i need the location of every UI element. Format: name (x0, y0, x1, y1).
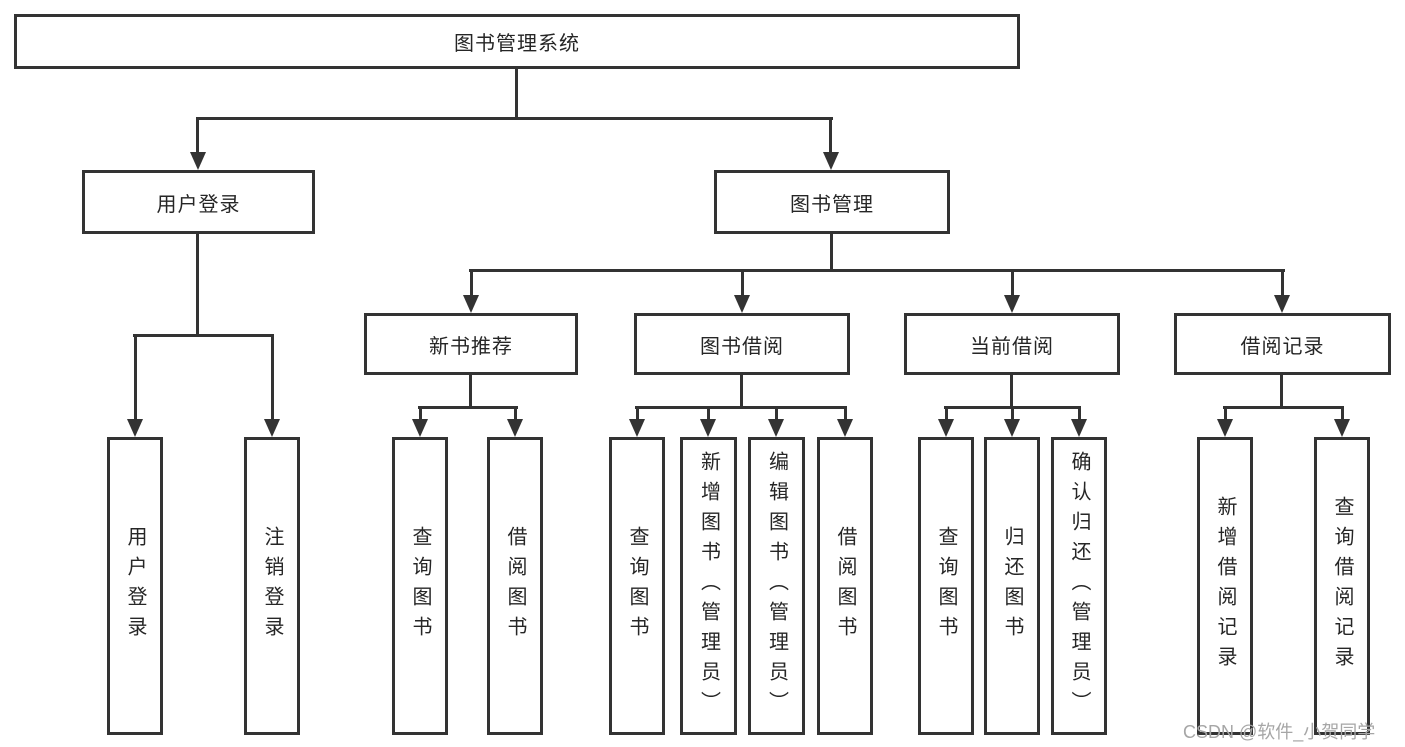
connector-line (1078, 406, 1081, 421)
arrow-down-icon (412, 419, 428, 437)
connector-line (636, 406, 639, 421)
connector-line (514, 406, 517, 421)
node-book-borrowing: 图书借阅 (634, 313, 850, 375)
arrow-down-icon (463, 295, 479, 313)
leaf-recommend-borrow-books: 借阅图书 (487, 437, 543, 735)
arrow-down-icon (700, 419, 716, 437)
connector-line (740, 375, 743, 409)
connector-line (1341, 406, 1344, 421)
connector-line (133, 334, 274, 337)
connector-line (945, 406, 948, 421)
arrow-down-icon (1004, 295, 1020, 313)
connector-line (830, 234, 833, 271)
connector-line (1010, 375, 1013, 409)
connector-line (844, 406, 847, 421)
connector-line (829, 117, 832, 153)
connector-line (196, 117, 199, 153)
connector-line (134, 334, 137, 421)
leaf-add-borrow-record: 新增借阅记录 (1197, 437, 1253, 735)
arrow-down-icon (734, 295, 750, 313)
connector-line (470, 269, 473, 297)
connector-line (419, 406, 422, 421)
leaf-borrow-query-books: 查询图书 (609, 437, 665, 735)
leaf-borrow-books: 借阅图书 (817, 437, 873, 735)
leaf-return-books: 归还图书 (984, 437, 1040, 735)
connector-line (1011, 269, 1014, 297)
leaf-recommend-query-books: 查询图书 (392, 437, 448, 735)
arrow-down-icon (264, 419, 280, 437)
connector-line (775, 406, 778, 421)
node-user-login: 用户登录 (82, 170, 315, 234)
connector-line (741, 269, 744, 297)
connector-line (196, 117, 833, 120)
node-current-borrowing: 当前借阅 (904, 313, 1120, 375)
arrow-down-icon (1071, 419, 1087, 437)
connector-line (1011, 406, 1014, 421)
connector-line (196, 234, 199, 337)
node-book-management: 图书管理 (714, 170, 950, 234)
leaf-current-query-books: 查询图书 (918, 437, 974, 735)
arrow-down-icon (127, 419, 143, 437)
arrow-down-icon (1004, 419, 1020, 437)
arrow-down-icon (823, 152, 839, 170)
connector-line (1223, 406, 1344, 409)
arrow-down-icon (768, 419, 784, 437)
connector-line (515, 69, 518, 120)
arrow-down-icon (507, 419, 523, 437)
leaf-query-borrow-record: 查询借阅记录 (1314, 437, 1370, 735)
connector-line (707, 406, 710, 421)
leaf-edit-books-admin: 编辑图书（管理员） (748, 437, 805, 735)
connector-line (469, 375, 472, 409)
node-borrowing-records: 借阅记录 (1174, 313, 1391, 375)
arrow-down-icon (938, 419, 954, 437)
arrow-down-icon (629, 419, 645, 437)
arrow-down-icon (190, 152, 206, 170)
leaf-add-books-admin: 新增图书（管理员） (680, 437, 737, 735)
watermark: CSDN @软件_小贺同学 (1183, 722, 1376, 742)
connector-line (1280, 375, 1283, 409)
connector-line (418, 406, 518, 409)
arrow-down-icon (1334, 419, 1350, 437)
node-library-management-system: 图书管理系统 (14, 14, 1020, 69)
connector-line (635, 406, 847, 409)
leaf-logout: 注销登录 (244, 437, 300, 735)
arrow-down-icon (837, 419, 853, 437)
arrow-down-icon (1217, 419, 1233, 437)
connector-line (1281, 269, 1284, 297)
node-new-book-recommendation: 新书推荐 (364, 313, 578, 375)
arrow-down-icon (1274, 295, 1290, 313)
connector-line (271, 334, 274, 421)
leaf-confirm-return-admin: 确认归还（管理员） (1051, 437, 1107, 735)
connector-line (469, 269, 1285, 272)
connector-line (1224, 406, 1227, 421)
leaf-user-login: 用户登录 (107, 437, 163, 735)
